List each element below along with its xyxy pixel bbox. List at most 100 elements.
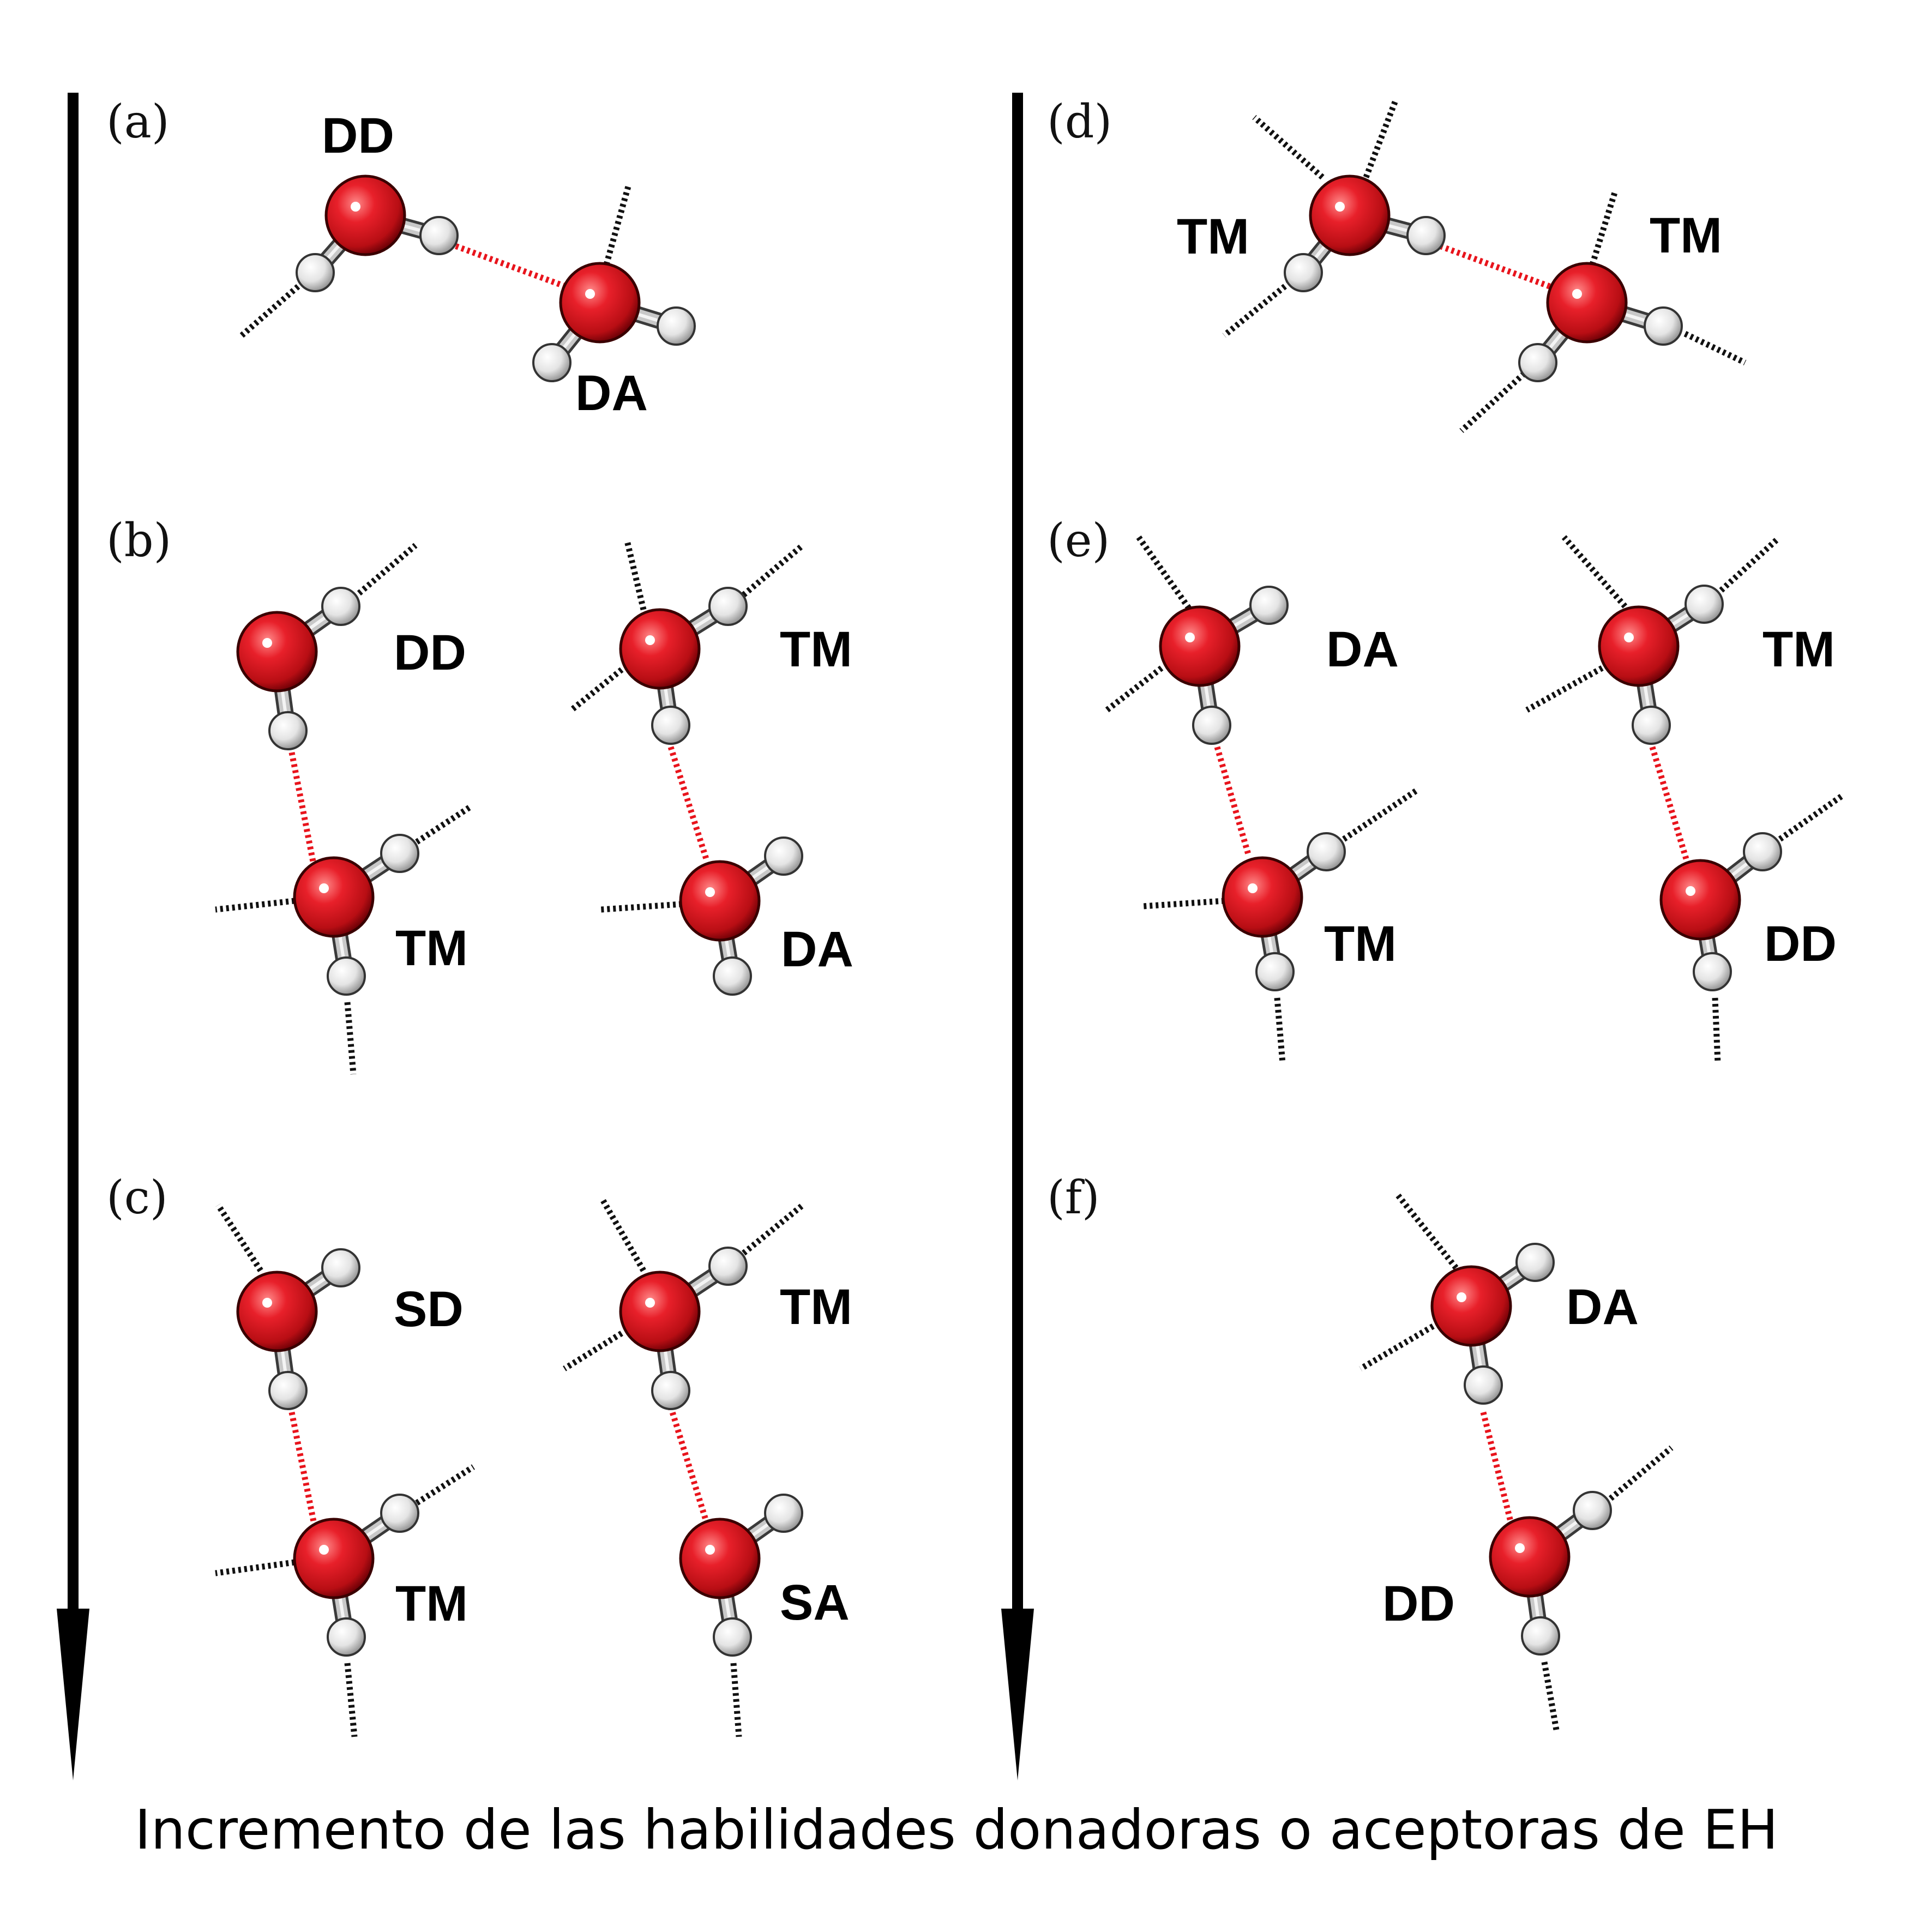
water-18-oxygen-highlight <box>1572 289 1582 299</box>
water-20-hydrogen-1 <box>1192 706 1231 745</box>
water-21-neighbor-bond-2 <box>1274 997 1286 1064</box>
water-14-oxygen <box>619 1271 701 1352</box>
water-2-hydrogen-1 <box>296 253 335 292</box>
water-23-oxygen-highlight <box>1624 633 1634 642</box>
water-8-oxygen-highlight <box>645 635 655 645</box>
label-d-1: TM <box>1177 209 1249 264</box>
water-27-neighbor-bond-1 <box>1541 1662 1560 1734</box>
water-20-hydrogen-0 <box>1249 586 1289 625</box>
water-6-oxygen <box>293 856 375 938</box>
water-17-neighbor-bond-0 <box>1363 98 1399 178</box>
water-8-neighbor-bond-2 <box>569 667 624 713</box>
label-c-2: TM <box>395 1576 468 1632</box>
water-14-neighbor-bond-0 <box>737 1202 805 1260</box>
water-23-neighbor-bond-2 <box>1525 665 1604 713</box>
water-6-hydrogen-0 <box>380 834 419 873</box>
hydrogen-bond-25 <box>1480 1411 1514 1522</box>
water-17-hydrogen-0 <box>1406 216 1446 255</box>
hydrogen-bond-7 <box>667 746 709 860</box>
hydrogen-bond-4 <box>288 751 317 865</box>
water-11-hydrogen-0 <box>321 1248 360 1287</box>
label-c-1: SD <box>394 1281 464 1337</box>
water-8-oxygen <box>619 608 701 690</box>
water-3-oxygen <box>559 262 641 344</box>
water-12-oxygen-highlight <box>319 1545 329 1555</box>
water-21-oxygen <box>1222 856 1303 938</box>
hydrogen-bond-16 <box>1422 237 1558 292</box>
water-9-hydrogen-1 <box>713 956 752 996</box>
water-23-hydrogen-1 <box>1632 706 1671 745</box>
label-e-2: TM <box>1324 916 1397 972</box>
water-15-oxygen-highlight <box>705 1545 715 1555</box>
hydrogen-bond-10 <box>288 1411 317 1522</box>
water-26-neighbor-bond-1 <box>1359 1323 1435 1371</box>
hydrogen-bond-19 <box>1214 746 1252 857</box>
water-14-oxygen-highlight <box>645 1298 655 1308</box>
label-e-1: DA <box>1326 622 1399 677</box>
water-5-hydrogen-1 <box>268 711 308 750</box>
label-d-2: TM <box>1650 208 1722 263</box>
water-5-oxygen <box>236 611 318 693</box>
label-c-4: SA <box>780 1575 850 1630</box>
label-f-2: DD <box>1382 1576 1455 1632</box>
label-b-4: DA <box>781 922 853 977</box>
water-27-neighbor-bond-0 <box>1604 1445 1674 1505</box>
water-12-oxygen <box>293 1518 375 1599</box>
water-20-neighbor-bond-1 <box>1105 665 1164 713</box>
water-12-neighbor-bond-0 <box>410 1464 475 1509</box>
water-5-hydrogen-0 <box>321 587 360 626</box>
water-9-hydrogen-0 <box>764 836 803 876</box>
label-e-3: TM <box>1762 622 1835 677</box>
water-23-oxygen <box>1598 605 1680 687</box>
water-3-hydrogen-0 <box>657 306 696 346</box>
water-21-hydrogen-1 <box>1255 952 1295 991</box>
hydrogen-bond-1 <box>438 237 574 292</box>
water-24-neighbor-bond-1 <box>1712 997 1721 1064</box>
water-6-hydrogen-1 <box>327 956 366 996</box>
water-12-neighbor-bond-1 <box>215 1559 295 1576</box>
water-9-oxygen <box>679 860 761 942</box>
molecules-layer <box>215 98 1845 1737</box>
water-2-neighbor-bond-0 <box>238 280 305 340</box>
water-26-hydrogen-1 <box>1464 1365 1503 1405</box>
water-21-neighbor-bond-1 <box>1142 898 1225 910</box>
hydrogen-bond-13 <box>667 1406 709 1522</box>
water-11-oxygen <box>236 1271 318 1352</box>
water-6-neighbor-bond-0 <box>410 804 472 848</box>
water-26-neighbor-bond-0 <box>1394 1192 1459 1270</box>
right-arrow <box>1001 93 1034 1780</box>
water-15-neighbor-bond-0 <box>730 1663 742 1737</box>
water-14-hydrogen-0 <box>708 1247 748 1286</box>
water-8-neighbor-bond-1 <box>624 540 647 611</box>
water-26-oxygen <box>1430 1265 1512 1347</box>
water-18-oxygen <box>1546 262 1628 344</box>
water-12-hydrogen-0 <box>380 1494 419 1533</box>
water-17-neighbor-bond-2 <box>1222 280 1292 338</box>
water-15-hydrogen-0 <box>764 1494 803 1533</box>
label-b-3: TM <box>780 622 852 677</box>
water-21-neighbor-bond-0 <box>1337 787 1420 845</box>
water-2-hydrogen-0 <box>419 216 459 255</box>
water-14-neighbor-bond-2 <box>563 1331 623 1371</box>
water-6-oxygen-highlight <box>319 883 329 893</box>
water-17-neighbor-bond-1 <box>1252 115 1325 180</box>
water-26-oxygen-highlight <box>1457 1292 1466 1302</box>
water-21-oxygen-highlight <box>1248 883 1258 893</box>
label-f-1: DA <box>1566 1279 1639 1335</box>
panel-letter-d: (d) <box>1047 95 1112 148</box>
water-9-neighbor-bond-0 <box>600 901 682 913</box>
water-26-hydrogen-0 <box>1515 1243 1555 1282</box>
water-5-oxygen-highlight <box>262 638 272 648</box>
water-18-hydrogen-1 <box>1518 343 1557 382</box>
water-18-neighbor-bond-2 <box>1459 371 1526 434</box>
water-9-oxygen-highlight <box>705 887 715 897</box>
water-23-neighbor-bond-0 <box>1715 537 1779 597</box>
panel-letter-b: (b) <box>106 514 171 567</box>
water-3-neighbor-bond-0 <box>603 185 631 266</box>
water-23-hydrogen-0 <box>1685 585 1724 624</box>
water-2-oxygen <box>324 174 406 256</box>
water-11-hydrogen-1 <box>268 1371 308 1410</box>
water-20-oxygen-highlight <box>1185 633 1195 642</box>
water-17-oxygen <box>1309 174 1391 256</box>
water-11-neighbor-bond-0 <box>215 1203 263 1272</box>
